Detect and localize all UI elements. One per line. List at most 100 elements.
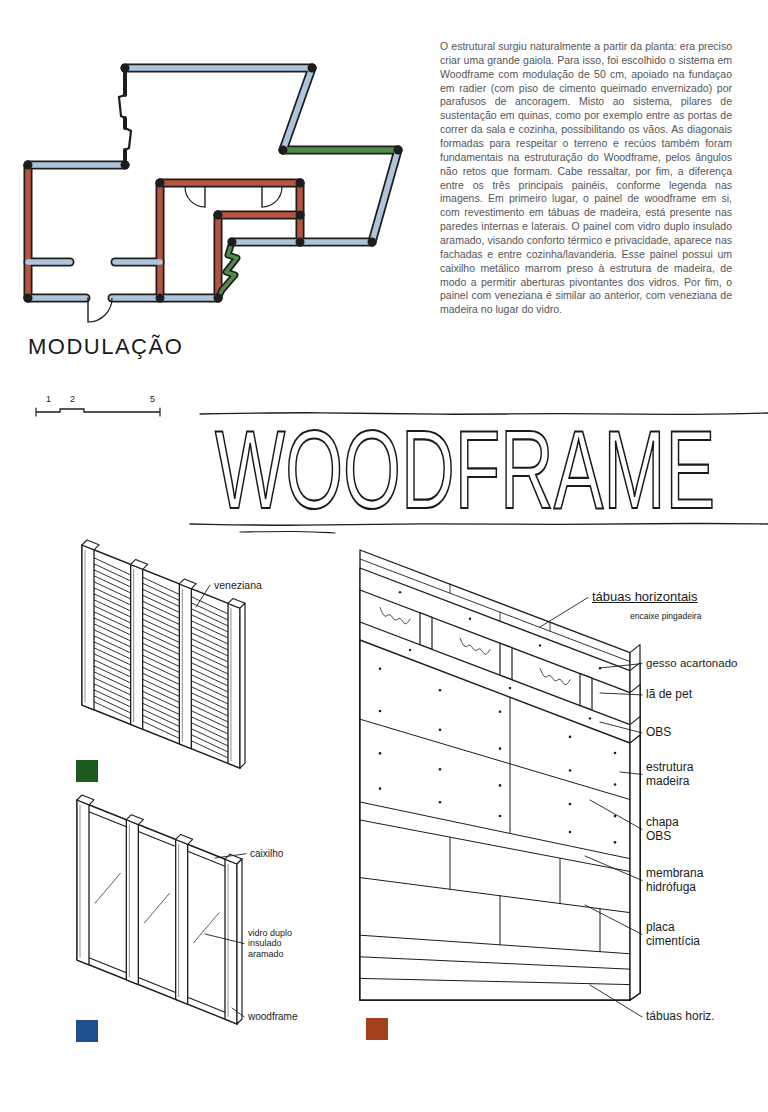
louver-panel (82, 540, 245, 768)
pillar-dot (24, 161, 33, 170)
part-label-holder: OBS (646, 726, 671, 740)
wall-layer (360, 550, 630, 1000)
post-grain (80, 805, 81, 957)
wall-module (115, 259, 160, 265)
part-label: chapa OBS (646, 815, 696, 844)
panel-swatch (76, 1020, 98, 1042)
screw-dot (589, 717, 591, 719)
scale-number: 5 (150, 394, 155, 404)
panel-side (237, 859, 242, 1024)
pillar-dot (156, 179, 165, 188)
wall-module (28, 259, 70, 265)
plan-heading: MODULAÇÃO (28, 334, 183, 359)
cement-board-joint (450, 837, 451, 889)
nail-dot (569, 831, 572, 834)
panel-outline (82, 545, 240, 768)
door-leaf (261, 187, 262, 207)
panel-post (126, 820, 138, 985)
pillar-dot (308, 64, 317, 73)
nail-dot (439, 768, 442, 771)
board-joint (550, 622, 551, 631)
scale-number: 1 (46, 394, 51, 404)
wood-stud (420, 613, 432, 650)
wall-post-side (630, 735, 640, 1000)
part-label-holder: estrutura madeira (646, 760, 716, 789)
screw-dot (409, 649, 411, 651)
screw-dot (509, 687, 511, 689)
post-grain (228, 864, 229, 1016)
wall-outline (112, 294, 218, 303)
part-label-holder: woodframe (248, 1011, 297, 1023)
wall-outline (156, 183, 165, 298)
sheet-seam (510, 697, 511, 833)
pillar-dot (214, 294, 223, 303)
part-label-holder: gesso acartonado (646, 657, 737, 670)
cement-board-line (360, 935, 630, 954)
part-label: gesso acartonado (646, 657, 737, 670)
title-holder: WOODFRAME (215, 414, 768, 526)
cement-board-joint (600, 909, 601, 952)
part-label: OBS (646, 726, 671, 740)
pillar-dot (394, 146, 403, 155)
nail-dot (569, 736, 572, 739)
wall-outline (283, 146, 398, 155)
scale-number: 2 (70, 394, 75, 404)
door-leaf (87, 298, 88, 322)
wall-face (360, 640, 630, 1000)
nail-dot (499, 784, 502, 787)
panel-side (240, 603, 245, 768)
leader-line (600, 722, 642, 733)
cement-board-joint (500, 896, 501, 945)
nail-dot (379, 787, 382, 790)
layer-edge (630, 663, 640, 1000)
insulation-squiggle (380, 608, 410, 624)
door-swing (88, 298, 112, 322)
description-paragraph: O estrutural surgiu naturalmente a parti… (440, 40, 732, 317)
part-label: estrutura madeira (646, 760, 716, 789)
wall-outline (115, 258, 160, 267)
nail-dot (499, 747, 502, 750)
scale-number-holder: 5 (150, 394, 155, 404)
screw-dot (469, 618, 471, 620)
part-label: lã de pet (646, 688, 692, 702)
part-label-holder: caixilho (250, 848, 283, 860)
door-swing (262, 187, 282, 207)
pillar-dot (296, 238, 305, 247)
part-label: caixilho (250, 848, 283, 860)
wall-outline (218, 211, 300, 220)
title: WOODFRAME (215, 414, 715, 526)
wall-layer (360, 590, 630, 1000)
post-grain (178, 845, 179, 997)
scale-tick (159, 408, 160, 416)
nail-dot (379, 752, 382, 755)
wall-module (218, 212, 300, 218)
wood-stud (580, 674, 592, 711)
post-grain (85, 550, 86, 702)
nail-dot (439, 801, 442, 804)
leader-line (590, 985, 642, 1017)
leader-line (600, 664, 642, 668)
wall-outline (160, 179, 300, 188)
wall-dark (123, 118, 127, 128)
leader-line (540, 597, 588, 627)
wall-section (360, 550, 640, 1000)
nail-dot (379, 667, 382, 670)
glass-panel (77, 795, 242, 1024)
pillar-dot (368, 238, 377, 247)
nail-dot (569, 769, 572, 772)
pillar-dot (156, 294, 165, 303)
panel-post (77, 800, 89, 965)
leader-line (196, 585, 210, 607)
nail-dot (499, 815, 502, 818)
panel-swatch (366, 1018, 388, 1040)
frame-rail (89, 812, 126, 827)
wall-module (215, 215, 221, 298)
part-label: tábuas horiz. (646, 1010, 715, 1024)
wall-outline (283, 68, 312, 150)
screw-dot (399, 591, 401, 593)
scale-bar (36, 408, 160, 416)
wall-outline (28, 161, 125, 170)
pillar-dot (121, 161, 130, 170)
panel-swatch (76, 760, 98, 782)
